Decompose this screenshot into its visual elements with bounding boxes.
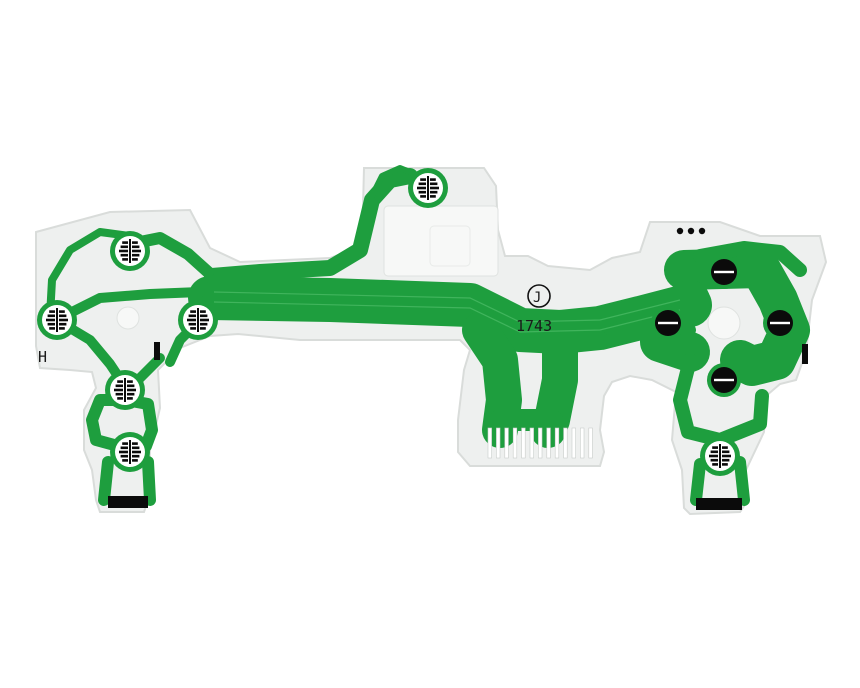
grill-contact-pad [110, 231, 150, 271]
left-tail-stiffener [108, 496, 148, 508]
bus-fine-lines [213, 291, 681, 333]
grill-contact-pad [178, 300, 218, 340]
connector-pin [588, 427, 593, 459]
film-windows [116, 205, 741, 340]
connector-pin [496, 427, 501, 459]
grill-contact-pad [37, 300, 77, 340]
connector-pin [538, 427, 543, 459]
connector-pin [546, 427, 551, 459]
dpad-pads [651, 255, 797, 397]
connector-pin [521, 427, 526, 459]
connector-pin [529, 427, 534, 459]
grill-contact-pad [110, 432, 150, 472]
dpad-contact-pad [707, 255, 741, 289]
right-tab-mark [802, 344, 808, 364]
left-tab-mark [154, 342, 160, 360]
grill-contact-pad [105, 370, 145, 410]
contact-pads [37, 168, 740, 476]
connector-pin [563, 427, 568, 459]
connector-pins [487, 427, 593, 459]
connector-pin [504, 427, 509, 459]
dpad-contact-pad [707, 363, 741, 397]
dpad-contact-pad [651, 306, 685, 340]
dpad-contact-pad [763, 306, 797, 340]
connector-pin [580, 427, 585, 459]
three-dots-mark [676, 227, 706, 235]
logo-mark: J [527, 284, 551, 308]
connector-pin [554, 427, 560, 459]
letter-marking: H [38, 348, 47, 366]
svg-text:J: J [533, 290, 541, 306]
connector-pin [487, 427, 492, 459]
connector-pin [512, 427, 518, 459]
right-tail-stiffener [696, 498, 742, 510]
code-marking: 1743 [516, 317, 552, 335]
grill-contact-pad [408, 168, 448, 208]
connector-pin [571, 427, 576, 459]
grill-contact-pad [700, 436, 740, 476]
green-trace-network [46, 165, 810, 506]
